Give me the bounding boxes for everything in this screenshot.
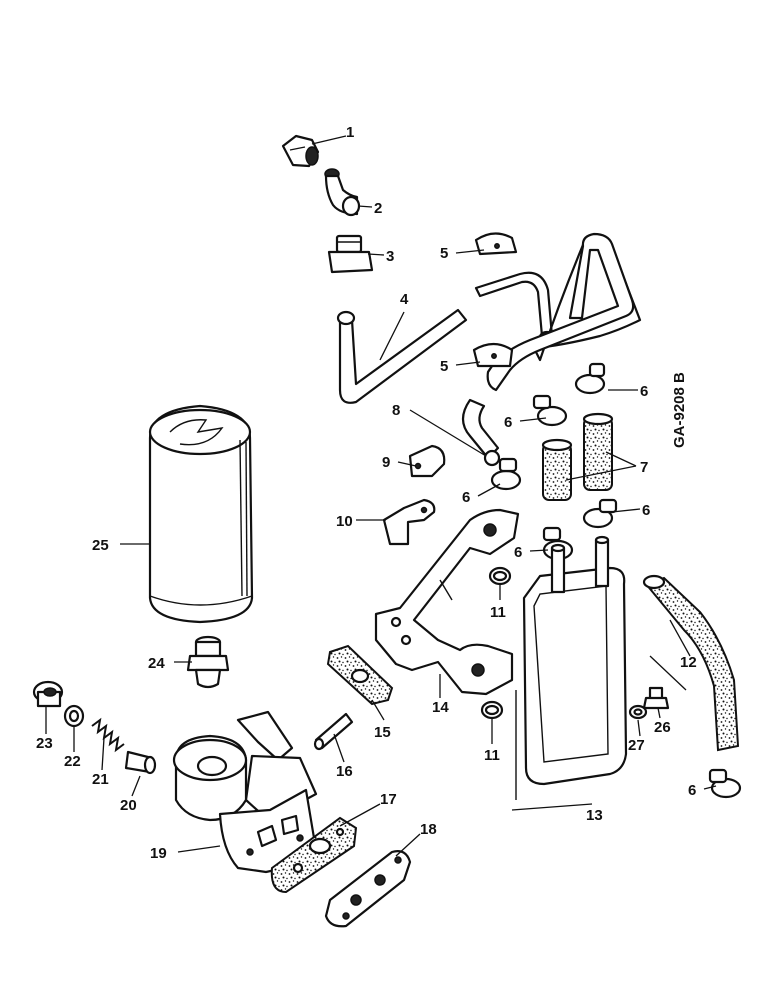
part-11-o-ring-upper xyxy=(488,566,512,586)
part-6-hose-clamp-b xyxy=(532,394,568,427)
callout-6f: 6 xyxy=(688,782,696,799)
part-20-relief-valve xyxy=(124,750,157,775)
part-13-oil-cooler xyxy=(515,535,628,800)
part-26-fitting xyxy=(642,686,670,710)
callout-6b: 6 xyxy=(504,414,512,431)
part-25-filter-cartridge xyxy=(148,404,254,624)
part-18-cover-plate xyxy=(324,850,412,928)
part-4-tube-pieces xyxy=(336,271,556,404)
callout-17: 17 xyxy=(380,791,397,808)
part-14-mounting-bracket xyxy=(374,508,520,696)
callout-2: 2 xyxy=(374,200,382,217)
part-21-spring xyxy=(91,717,125,753)
callout-9: 9 xyxy=(382,454,390,471)
callout-6d: 6 xyxy=(642,502,650,519)
part-11-o-ring-lower xyxy=(480,700,504,720)
callout-20: 20 xyxy=(120,797,137,814)
callout-16: 16 xyxy=(336,763,353,780)
part-19-filter-head xyxy=(172,710,318,874)
part-7-hose-segments xyxy=(541,412,614,501)
part-10-bracket xyxy=(382,498,436,546)
part-6-hose-clamp-f xyxy=(708,768,742,799)
callout-14: 14 xyxy=(432,699,449,716)
callout-3: 3 xyxy=(386,248,394,265)
callout-25: 25 xyxy=(92,537,109,554)
part-15-gasket xyxy=(326,644,394,706)
callout-13: 13 xyxy=(586,807,603,824)
part-12-hose xyxy=(642,574,740,752)
callout-6c: 6 xyxy=(462,489,470,506)
callout-5b: 5 xyxy=(440,358,448,375)
part-2-elbow-fitting xyxy=(324,168,361,217)
callout-26: 26 xyxy=(654,719,671,736)
part-6-hose-clamp-c xyxy=(490,457,522,491)
callout-11a: 11 xyxy=(490,604,506,621)
callout-24: 24 xyxy=(148,655,165,672)
part-9-clip xyxy=(408,444,446,478)
part-1-fitting-nut xyxy=(281,134,320,168)
drawing-code: GA-9208 B xyxy=(671,372,688,448)
callout-8: 8 xyxy=(392,402,400,419)
part-3-adapter xyxy=(327,234,374,274)
callout-4: 4 xyxy=(400,291,409,308)
leader-lines xyxy=(45,135,717,857)
callout-27: 27 xyxy=(628,737,645,754)
part-16-stud xyxy=(313,712,354,751)
callout-22: 22 xyxy=(64,753,81,770)
callout-6a: 6 xyxy=(640,383,648,400)
callout-18: 18 xyxy=(420,821,437,838)
part-23-plug xyxy=(32,680,64,708)
part-5-saddle-bracket-upper xyxy=(474,232,518,256)
callout-5a: 5 xyxy=(440,245,448,262)
callout-19: 19 xyxy=(150,845,167,862)
callout-15: 15 xyxy=(374,724,391,741)
part-6-hose-clamp-a xyxy=(574,362,606,395)
callout-11b: 11 xyxy=(484,747,500,764)
part-17-gasket xyxy=(270,816,358,894)
callout-21: 21 xyxy=(92,771,109,788)
part-5-saddle-bracket-lower xyxy=(472,342,514,368)
part-6-hose-clamp-d xyxy=(582,498,618,529)
part-27-washer xyxy=(628,704,648,720)
callout-23: 23 xyxy=(36,735,53,752)
callout-12: 12 xyxy=(680,654,697,671)
part-24-threaded-nipple xyxy=(186,635,230,689)
part-22-washer xyxy=(63,704,85,728)
callout-6e: 6 xyxy=(514,544,522,561)
callout-10: 10 xyxy=(336,513,353,530)
callout-1: 1 xyxy=(346,124,354,141)
callout-labels: 1 2 3 4 5 5 6 6 6 6 6 6 7 8 9 10 11 11 1… xyxy=(36,124,697,862)
callout-7: 7 xyxy=(640,459,648,476)
